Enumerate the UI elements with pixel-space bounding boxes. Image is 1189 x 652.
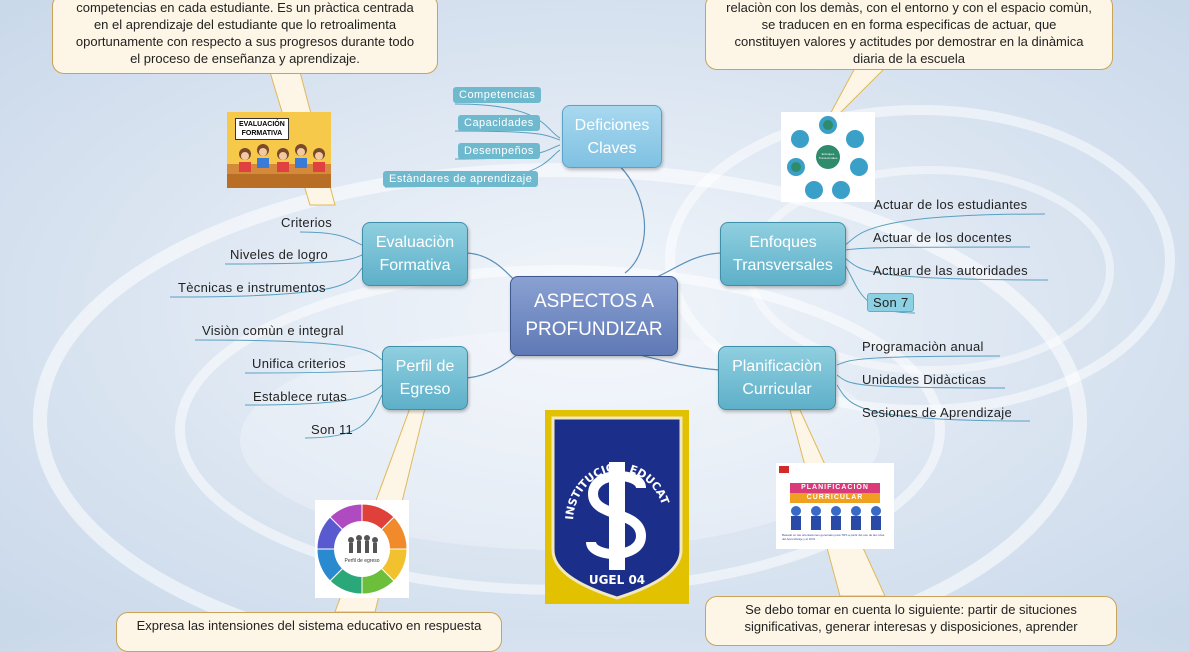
callout-line: significativas, generar interesas y disp… (744, 619, 1078, 634)
node-evaluacion-formativa[interactable]: Evaluaciòn Formativa (362, 222, 468, 286)
leaf-vision-comun[interactable]: Visiòn comùn e integral (202, 323, 344, 338)
leaf-actuar-autoridades[interactable]: Actuar de las autoridades (873, 263, 1028, 278)
leaf-criterios[interactable]: Criterios (281, 215, 333, 230)
evaluacion-image-label: EVALUACIÓN FORMATIVA (235, 118, 289, 140)
central-line-2: PROFUNDIZAR (525, 319, 663, 340)
leaf-tecnicas[interactable]: Tècnicas e instrumentos (178, 280, 326, 295)
institution-shield-icon: INSTITUCION EDUCATIVA UGEL 04 (541, 400, 689, 604)
logo-bottom-text: UGEL 04 (589, 573, 645, 587)
leaf-niveles-logro[interactable]: Niveles de logro (230, 247, 329, 262)
leaf-unidades-didacticas[interactable]: Unidades Didàcticas (862, 372, 987, 387)
callout-line: diaria de la escuela (852, 51, 966, 66)
node-title: Perfil de (395, 358, 455, 375)
planificacion-title-line: CURRICULAR (790, 493, 880, 503)
planificacion-image-caption: Basado en las orientaciones generales pa… (782, 533, 885, 541)
leaf-sesiones-aprendizaje[interactable]: Sesiones de Aprendizaje (862, 405, 1013, 420)
evaluacion-image-label-line: EVALUACIÓN (239, 121, 285, 128)
node-definiciones-claves[interactable]: Deficiones Claves (562, 105, 662, 168)
planificacion-curricular-image: PLANIFICACIÓN CURRICULAR Basado en las o… (776, 463, 894, 549)
planificacion-image-title: PLANIFICACIÓN CURRICULAR (790, 483, 880, 503)
leaf-actuar-estudiantes[interactable]: Actuar de los estudiantes (874, 197, 1028, 212)
node-title: Curricular (742, 381, 812, 398)
callout-line: Se debo tomar en cuenta lo siguiente: pa… (745, 602, 1077, 617)
callout-line: oportunamente con respecto a sus progres… (75, 34, 415, 49)
callout-evaluacion-description: competencias en cada estudiante. Es un p… (52, 0, 438, 74)
callout-planificacion-description: Se debo tomar en cuenta lo siguiente: pa… (705, 596, 1117, 646)
perfil-egreso-image: Perfil de egreso (315, 500, 409, 598)
leaf-actuar-docentes[interactable]: Actuar de los docentes (873, 230, 1012, 245)
central-node[interactable]: ASPECTOS A PROFUNDIZAR (510, 276, 678, 356)
planificacion-title-line: PLANIFICACIÓN (790, 483, 880, 493)
leaf-unifica-criterios[interactable]: Unifica criterios (252, 356, 346, 371)
leaf-establece-rutas[interactable]: Establece rutas (253, 389, 348, 404)
node-enfoques-transversales[interactable]: Enfoques Transversales (720, 222, 846, 286)
node-perfil-egreso[interactable]: Perfil de Egreso (382, 346, 468, 410)
perfil-image-label: Perfil de egreso (344, 558, 380, 564)
callout-line: se traducen en en forma especificas de a… (761, 17, 1057, 32)
enfoques-image-center-label: Enfoques Transversales (818, 152, 838, 160)
tag-capacidades[interactable]: Capacidades (458, 115, 540, 131)
enfoques-cycle-icon (787, 116, 868, 199)
tag-competencias[interactable]: Competencias (453, 87, 542, 103)
students-illustration (227, 144, 331, 188)
callout-line: en el aprendizaje del estudiante que lo … (93, 17, 397, 32)
callout-line: Expresa las intensiones del sistema educ… (136, 618, 482, 633)
leaf-son-7[interactable]: Son 7 (867, 293, 915, 312)
enfoques-transversales-image: Enfoques Transversales (781, 112, 875, 202)
node-title: Planificaciòn (732, 358, 822, 375)
leaf-son-11[interactable]: Son 11 (311, 422, 354, 437)
node-title: Transversales (733, 257, 833, 274)
node-title: Egreso (399, 381, 451, 398)
perfil-wheel-icon (316, 503, 408, 595)
callout-line: competencias en cada estudiante. Es un p… (76, 0, 414, 15)
callout-perfil-description: Expresa las intensiones del sistema educ… (116, 612, 502, 652)
evaluacion-formativa-image: EVALUACIÓN FORMATIVA (227, 112, 331, 188)
callout-line: el proceso de enseñanza y aprendizaje. (130, 51, 360, 66)
evaluacion-image-label-line: FORMATIVA (241, 130, 283, 137)
callout-line: relaciòn con los demàs, con el entorno y… (726, 0, 1092, 15)
planificacion-people-icon (779, 466, 881, 530)
node-title: Enfoques (749, 234, 817, 251)
leaf-programacion-anual[interactable]: Programaciòn anual (862, 339, 984, 354)
node-title: Formativa (379, 257, 451, 274)
tag-desempenos[interactable]: Desempeños (458, 143, 540, 159)
node-title: Evaluaciòn (375, 234, 455, 251)
callout-line: constituyen valores y actitudes por demo… (734, 34, 1084, 49)
node-title: Claves (587, 139, 637, 157)
node-title: Deficiones (574, 116, 650, 134)
tag-estandares[interactable]: Estàndares de aprendizaje (383, 171, 539, 187)
node-planificacion-curricular[interactable]: Planificaciòn Curricular (718, 346, 836, 410)
central-line-1: ASPECTOS A (533, 291, 655, 312)
institution-logo: INSTITUCION EDUCATIVA UGEL 04 (541, 400, 689, 604)
callout-enfoques-description: relaciòn con los demàs, con el entorno y… (705, 0, 1113, 70)
